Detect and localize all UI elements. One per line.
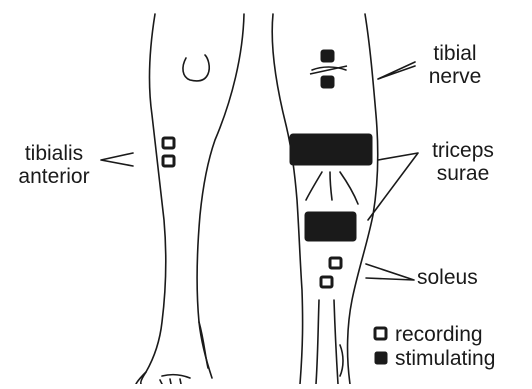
calf-contour-left — [306, 172, 322, 200]
left-ankle-inner — [199, 322, 208, 368]
left-kneecap — [183, 55, 209, 81]
pointer-tibialis-anterior — [101, 153, 133, 166]
label-tibial-nerve-line-2: nerve — [420, 65, 490, 88]
recording-electrode-soleus-2 — [321, 277, 332, 287]
recording-electrode-tibialis-2 — [163, 156, 174, 166]
label-triceps-surae-line-1: triceps — [420, 139, 506, 162]
label-triceps-surae: triceps surae — [420, 139, 506, 185]
calf-contour-mid — [330, 172, 332, 200]
label-tibialis-anterior-line-2: anterior — [8, 165, 100, 188]
pointer-soleus — [366, 264, 414, 280]
stimulating-electrode-nerve-1 — [321, 50, 334, 62]
stimulating-electrode-triceps-lower — [305, 212, 356, 241]
label-tibial-nerve-line-1: tibial — [420, 42, 490, 65]
right-leg-outline-left — [272, 14, 302, 384]
label-soleus: soleus — [417, 266, 478, 289]
pointer-triceps-surae — [368, 153, 418, 220]
achilles-right — [334, 300, 338, 384]
left-foot — [136, 372, 190, 384]
label-triceps-surae-line-2: surae — [420, 162, 506, 185]
stimulating-electrode-nerve-2 — [321, 76, 334, 88]
achilles-left — [316, 300, 319, 384]
label-tibialis-anterior-line-1: tibialis — [8, 142, 100, 165]
legend-stimulating-icon — [375, 352, 387, 364]
legend-recording-label: recording — [395, 323, 483, 346]
pointer-tibial-nerve — [378, 62, 415, 79]
recording-electrode-tibialis-1 — [163, 138, 174, 148]
recording-electrode-soleus-1 — [330, 258, 341, 268]
legend-recording-icon — [375, 328, 386, 339]
right-leg-outline-right — [348, 14, 378, 384]
left-leg-outline-left — [141, 14, 166, 384]
label-tibialis-anterior: tibialis anterior — [8, 142, 100, 188]
legend-stimulating-label: stimulating — [395, 347, 495, 370]
calf-contour-right — [340, 172, 358, 204]
left-leg-outline-right — [197, 14, 244, 378]
right-ankle-bump — [340, 345, 343, 376]
stimulating-electrode-triceps-upper — [290, 134, 372, 165]
label-tibial-nerve: tibial nerve — [420, 42, 490, 88]
